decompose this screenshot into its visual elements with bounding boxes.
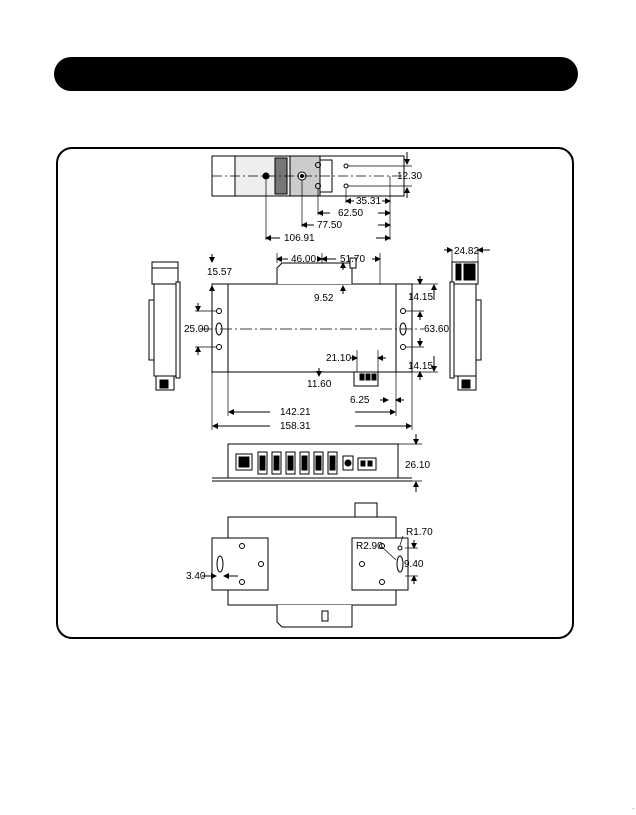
dim-51-70: 51.70 [340,254,365,265]
top-view [212,152,412,240]
dim-6-25: 6.25 [350,395,370,406]
bottom-view [202,503,418,627]
dim-r2-90: R2.90 [356,541,383,552]
dim-3-40: 3.40 [186,571,206,582]
dim-77-50: 77.50 [317,220,342,231]
dim-62-50: 62.50 [338,208,363,219]
dim-11-60: 11.60 [307,379,332,390]
dim-15-57: 15.57 [207,267,232,278]
dim-63-60: 63.60 [424,324,449,335]
dim-35-31: 35.31 [356,196,381,207]
dim-9-40: 9.40 [404,559,424,570]
dim-46-00: 46.00 [291,254,316,265]
dim-r1-70: R1.70 [406,527,433,538]
dim-12-30: 12.30 [397,171,422,182]
front-view [195,253,438,430]
dim-142-21: 142.21 [280,407,311,418]
dim-9-52: 9.52 [314,293,334,304]
left-side-view [149,262,180,390]
dim-14-15-top: 14.15 [408,292,433,303]
dim-21-10: 21.10 [326,353,351,364]
dim-106-91: 106.91 [284,233,315,244]
dim-25-00: 25.00 [184,324,209,335]
right-side-view [444,250,490,390]
page-marker: . [632,805,634,811]
port-view [212,434,422,492]
dim-14-15-bottom: 14.15 [408,361,433,372]
dim-158-31: 158.31 [280,421,311,432]
dim-26-10: 26.10 [405,460,430,471]
dim-24-82: 24.82 [454,246,479,257]
